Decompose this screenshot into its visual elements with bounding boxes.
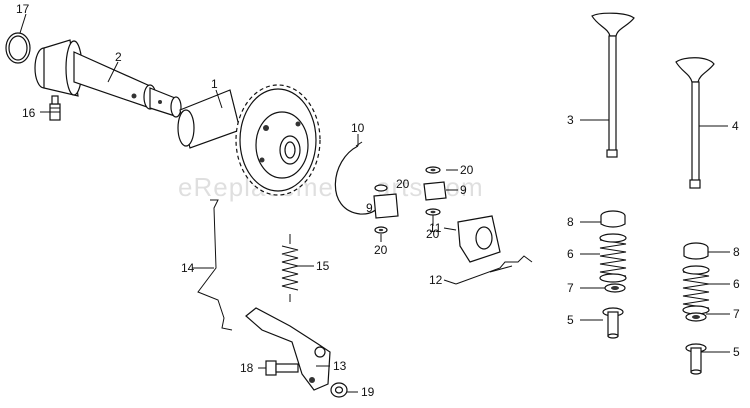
callout-3: 3 [567, 113, 574, 127]
callout-20-c: 20 [426, 227, 440, 241]
callout-15: 15 [316, 259, 330, 273]
callout-4: 4 [732, 119, 739, 133]
part-2-shaft [34, 39, 182, 118]
callout-17: 17 [16, 2, 30, 16]
callout-1: 1 [211, 77, 218, 91]
valve-stack-left [599, 210, 627, 339]
part-3-valve [591, 12, 635, 158]
callout-20-a: 20 [460, 163, 474, 177]
callout-14: 14 [181, 261, 195, 275]
part-12-arm [455, 255, 533, 285]
part-14-linkage-rod [197, 199, 233, 331]
callout-5-a: 5 [567, 313, 574, 327]
callout-20-d: 20 [374, 243, 388, 257]
callout-13: 13 [333, 359, 347, 373]
part-11-rocker [457, 215, 501, 263]
leader-lines [19, 13, 730, 393]
callout-8-b: 8 [733, 245, 740, 259]
part-13-arm-plate [245, 307, 331, 391]
part-16-bolt [49, 95, 61, 121]
callout-9-a: 9 [366, 201, 373, 215]
callout-6-b: 6 [733, 277, 740, 291]
part-4-valve [675, 57, 715, 189]
callout-12: 12 [429, 273, 443, 287]
part-1-cam-gear [177, 84, 321, 196]
callout-20-b: 20 [396, 177, 410, 191]
callout-labels: 17 2 16 1 10 20 20 9 9 20 20 11 12 14 15… [16, 2, 740, 399]
callout-10: 10 [351, 121, 365, 135]
part-18-bolt [265, 360, 299, 376]
callout-8-a: 8 [567, 215, 574, 229]
callout-18: 18 [240, 361, 254, 375]
callout-7-a: 7 [567, 281, 574, 295]
callout-5-b: 5 [733, 345, 740, 359]
callout-9-b: 9 [460, 183, 467, 197]
part-17-gasket [5, 32, 31, 64]
part-19-nut [330, 382, 348, 398]
part-15-spring [281, 234, 299, 302]
callout-7-b: 7 [733, 307, 740, 321]
callout-19: 19 [361, 385, 375, 399]
valve-stack-right [682, 242, 710, 375]
callout-2: 2 [115, 50, 122, 64]
callout-6-a: 6 [567, 247, 574, 261]
callout-16: 16 [22, 106, 36, 120]
callout-11: 11 [429, 221, 442, 235]
